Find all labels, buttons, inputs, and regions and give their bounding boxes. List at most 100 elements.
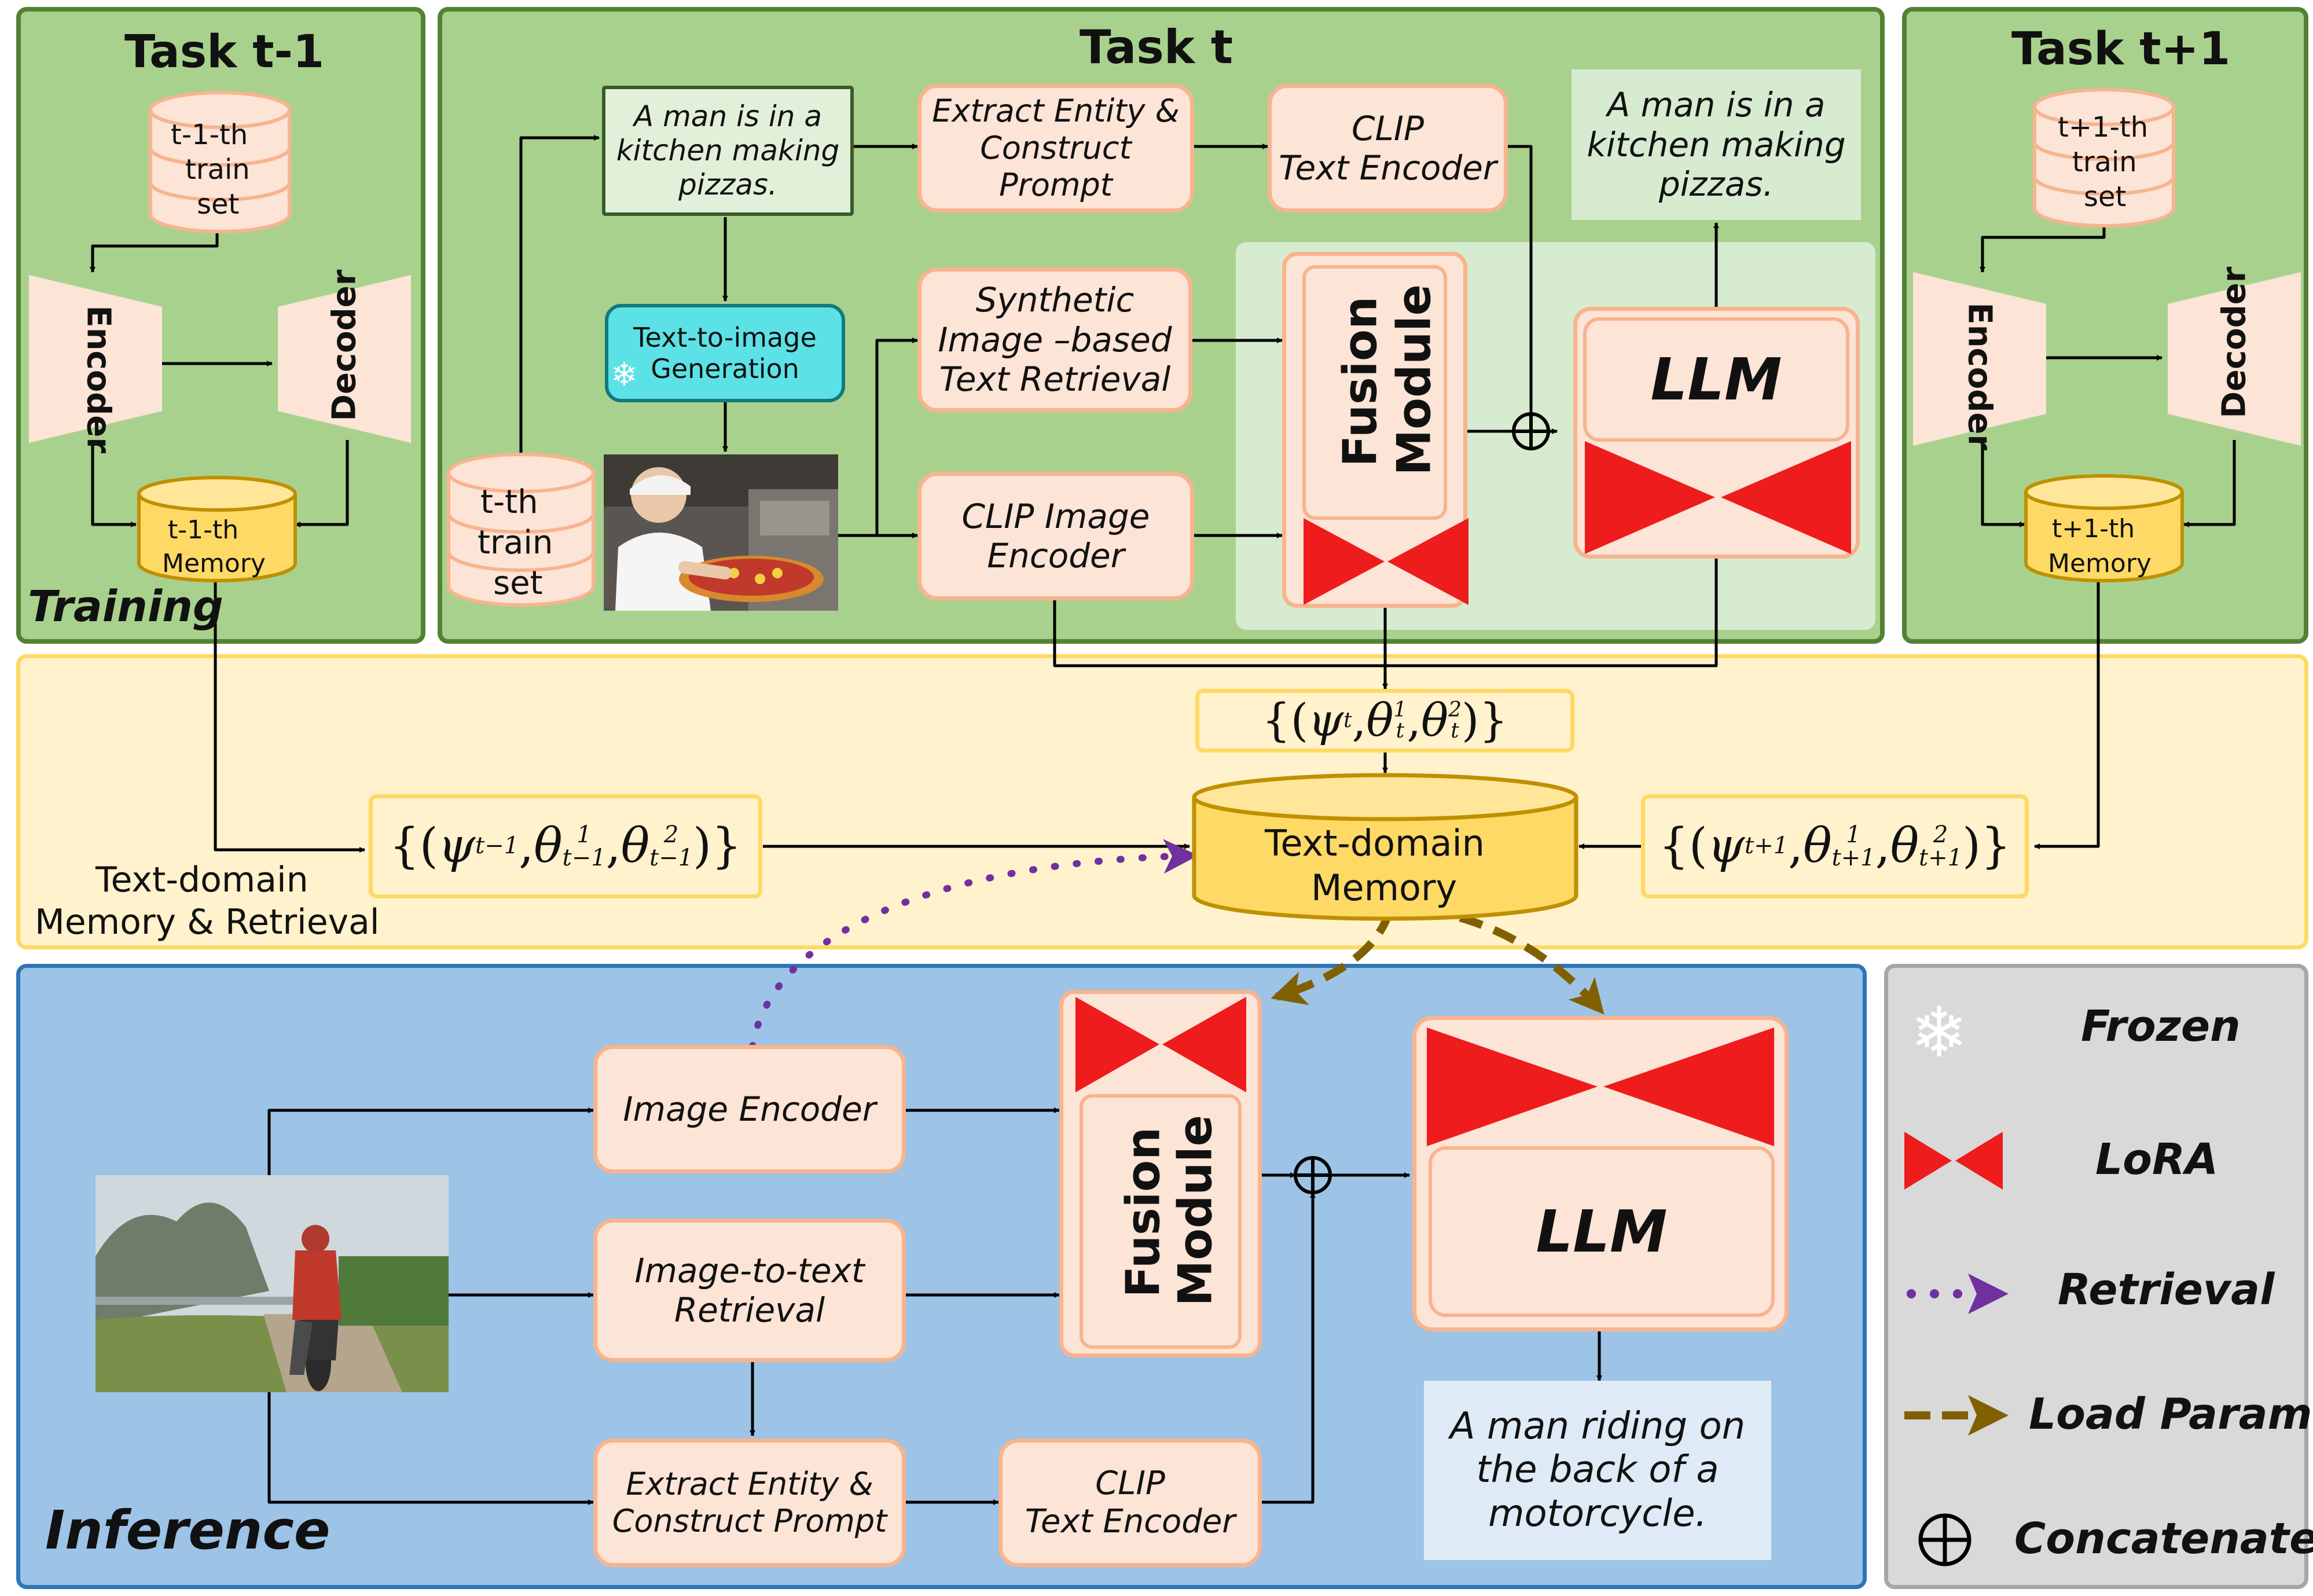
extract-entity-infer-box: Extract Entity & Construct Prompt [593, 1439, 906, 1567]
clip-image-line1: CLIP Image [961, 496, 1150, 536]
fusion-train-line2: Module [1387, 284, 1441, 476]
text-domain-memory-db [1192, 773, 1578, 921]
legend-retrieval-label: Retrieval [2058, 1265, 2275, 1315]
synthetic-line1: Synthetic [975, 280, 1135, 320]
legend-concatenate-label: Concatenate [2014, 1514, 2313, 1564]
task-next-encoder [1913, 272, 2046, 446]
task-next-memory-db [2024, 474, 2184, 582]
t2i-frozen-icon: ❄ [611, 356, 638, 394]
task-prev-title: Task t-1 [124, 26, 325, 78]
train-set-line3: set [493, 564, 543, 602]
llm-train-label: LLM [1650, 345, 1782, 413]
clip-text-infer-box: CLIP Text Encoder [998, 1439, 1262, 1567]
lora-icon-fusion-train [1304, 518, 1468, 605]
param-next-comma1: , [1788, 818, 1804, 874]
task-prev-decoder-label: Decoder [325, 269, 364, 421]
caption-box: A man is in a kitchen making pizzas. [602, 86, 854, 216]
llm-infer-inner: LLM [1429, 1146, 1775, 1317]
extract-entity-infer-line2: Construct Prompt [612, 1503, 887, 1539]
lora-legend-icon [1904, 1132, 2003, 1190]
caption-box-line1: A man is in a [634, 100, 822, 133]
param-cur-sub1: t [1396, 719, 1405, 743]
retrieval-legend-icon [1907, 1274, 2009, 1314]
train-set-line1: t-th [480, 483, 538, 521]
output-caption-train-line1: A man is in a [1607, 85, 1826, 125]
training-label: Training [28, 582, 223, 632]
param-next-theta2: θ [1890, 818, 1919, 874]
output-caption-train-line3: pizzas. [1658, 164, 1774, 204]
param-cur-open: {( [1261, 694, 1308, 747]
task-prev-memory-line1: t-1-th [168, 515, 239, 545]
task-prev-decoder [278, 275, 411, 443]
clip-image-encoder-box: CLIP Image Encoder [917, 472, 1194, 600]
image-to-text-box: Image-to-text Retrieval [593, 1219, 906, 1362]
output-caption-infer-line1: A man riding on [1449, 1404, 1746, 1448]
fusion-infer-line2: Module [1168, 1115, 1222, 1307]
param-prev-sup2: 2 [663, 821, 679, 848]
extract-entity-box: Extract Entity & Construct Prompt [917, 84, 1194, 212]
param-prev-psi: ψ [438, 818, 476, 874]
clip-text-infer-line1: CLIP [1095, 1464, 1165, 1502]
param-next-sup2: 2 [1933, 821, 1948, 848]
i2t-line2: Retrieval [674, 1290, 825, 1330]
param-next-close: )} [1962, 818, 2011, 874]
output-caption-infer-line2: the back of a [1476, 1448, 1719, 1492]
task-prev-trainset-line1: t-1-th [171, 119, 248, 151]
param-cur-comma1: , [1352, 694, 1367, 747]
task-next-memory-line2: Memory [2048, 549, 2152, 578]
legend-load-param-label: Load Param [2029, 1389, 2312, 1439]
param-prev-theta1: θ [534, 818, 563, 874]
task-next-decoder [2168, 272, 2301, 446]
lora-icon-fusion-infer [1075, 997, 1246, 1092]
clip-text-line2: Text Encoder [1279, 148, 1497, 188]
llm-infer-label: LLM [1536, 1197, 1668, 1265]
lora-icon-llm-infer [1427, 1028, 1774, 1146]
task-next-trainset-db [2033, 88, 2175, 228]
fusion-infer-line1: Fusion [1116, 1127, 1170, 1298]
memory-band-label-line1: Text-domain [96, 860, 309, 900]
task-prev-trainset-db [149, 91, 291, 233]
task-next-memory-line1: t+1-th [2052, 514, 2135, 544]
task-next-title: Task t+1 [2011, 23, 2231, 75]
param-prev-sub2: t−1 [649, 845, 693, 871]
param-prev-sub1: t−1 [562, 845, 606, 871]
fusion-module-infer-inner [1080, 1094, 1242, 1349]
legend-lora-label: LoRA [2095, 1135, 2219, 1184]
clip-text-line1: CLIP [1352, 108, 1424, 148]
synthetic-line3: Text Retrieval [939, 359, 1171, 399]
lora-icon-llm-train [1585, 441, 1851, 554]
memory-db-line1: Text-domain [1265, 822, 1485, 864]
concatenate-legend-icon [1918, 1513, 1971, 1566]
clip-text-encoder-box: CLIP Text Encoder [1268, 84, 1508, 212]
synthetic-line2: Image –based [938, 320, 1172, 359]
i2t-line1: Image-to-text [634, 1250, 865, 1290]
param-cur-psi: ψ [1308, 694, 1344, 747]
param-next-comma2: , [1875, 818, 1890, 874]
legend-panel [1884, 964, 2308, 1589]
param-prev-sup1: 1 [577, 821, 592, 848]
param-cur-sup1: 1 [1393, 698, 1407, 722]
concat-symbols [1294, 412, 1550, 1194]
param-prev-close: )} [693, 818, 742, 874]
task-prev-trainset-line2: train [185, 153, 250, 186]
train-set-db [447, 453, 595, 607]
output-caption-train: A man is in a kitchen making pizzas. [1572, 69, 1861, 220]
generated-kitchen-image [604, 454, 838, 611]
llm-train-inner: LLM [1583, 317, 1849, 442]
snowflake-icon: ❄ [1910, 993, 1969, 1073]
param-next-psi: ψ [1707, 818, 1745, 874]
caption-box-line2: kitchen making [616, 134, 840, 167]
param-next-open: {( [1658, 818, 1708, 874]
memory-db-line2: Memory [1311, 867, 1457, 909]
param-next-sub2: t+1 [1919, 845, 1963, 871]
param-next-theta1: θ [1803, 818, 1832, 874]
legend-frozen-label: Frozen [2081, 1001, 2241, 1051]
task-prev-memory-line2: Memory [162, 549, 266, 578]
text-to-image-box: Text-to-image Generation [605, 304, 845, 402]
train-set-line2: train [478, 524, 553, 562]
param-next-psi-sub: t+1 [1745, 832, 1789, 860]
task-prev-encoder [29, 275, 162, 443]
param-next-sup1: 1 [1846, 821, 1861, 848]
